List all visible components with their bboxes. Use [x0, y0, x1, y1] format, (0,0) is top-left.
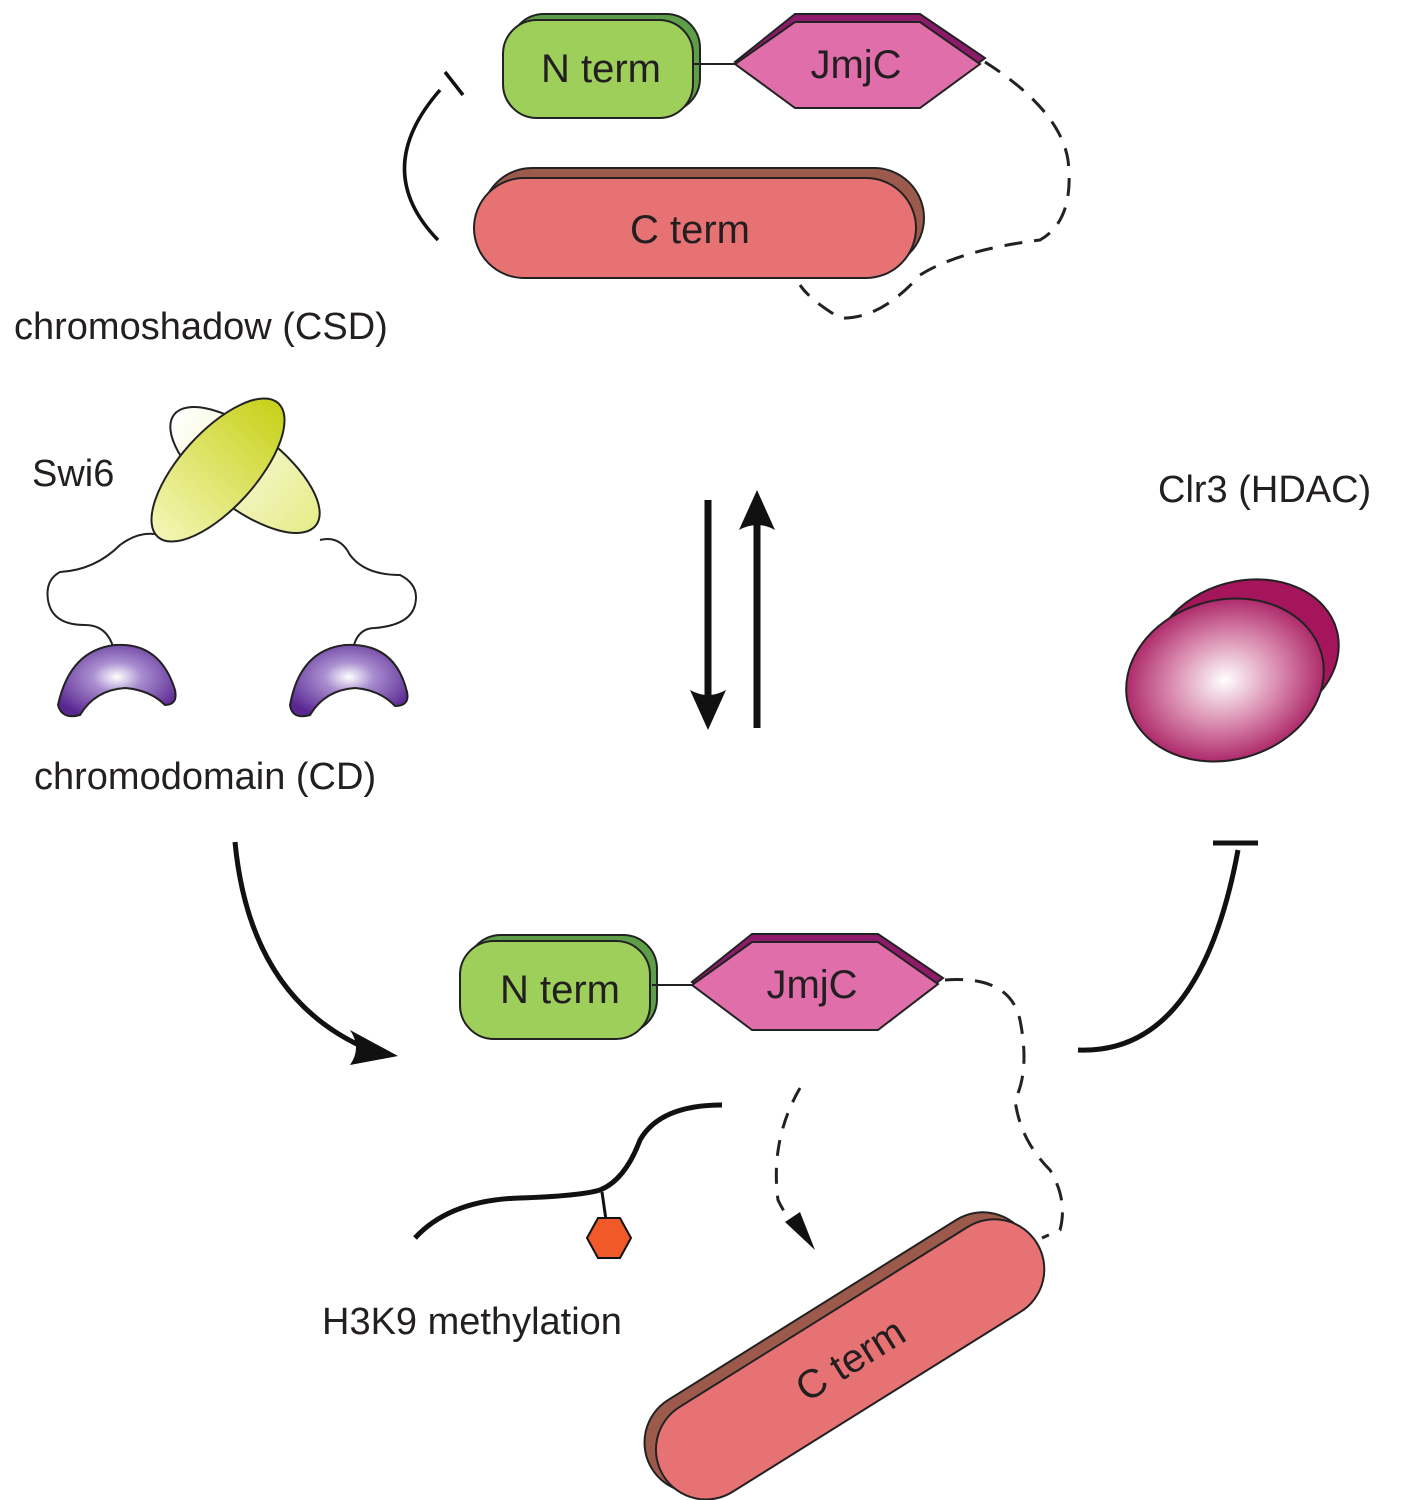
clr3-inhibition-arc	[1077, 849, 1241, 1053]
chromoshadow-b	[150, 397, 286, 543]
swi6-label: Swi6	[32, 453, 114, 495]
top-n-term: N term	[502, 13, 701, 119]
swi6-hinge-loop	[46, 532, 417, 656]
chromodomain-left	[56, 643, 177, 718]
cd-label: chromodomain (CD)	[34, 756, 376, 798]
bottom-dashed-arrow	[774, 1087, 809, 1242]
top-dashed-linker	[798, 60, 1071, 320]
top-jmjc-label: JmjC	[810, 43, 901, 87]
methyl-stem	[600, 1191, 608, 1221]
top-inhibition-arc	[402, 88, 442, 242]
up-arrow-head	[739, 490, 775, 530]
bottom-c-term: C term	[643, 1211, 1046, 1500]
csd-label: chromoshadow (CSD)	[14, 306, 388, 348]
bottom-dashed-linker	[944, 978, 1064, 1240]
down-arrow-head	[690, 690, 726, 730]
histone-tail	[413, 1102, 723, 1259]
activation-arrowhead	[350, 1030, 398, 1065]
chromodomain-right	[288, 643, 409, 718]
h3k9-label: H3K9 methylation	[322, 1301, 622, 1343]
histone-tail-line	[413, 1102, 723, 1240]
bottom-dashed-arrowhead	[785, 1212, 815, 1250]
bottom-state: N term JmjC C term	[459, 933, 1064, 1500]
top-c-term: C term	[473, 167, 925, 279]
bottom-n-term-label: N term	[500, 968, 620, 1012]
bottom-jmjc: JmjC	[690, 933, 945, 1031]
methyl-mark	[585, 1217, 633, 1259]
top-c-term-label: C term	[630, 208, 750, 252]
equilibrium-arrows	[690, 490, 775, 730]
bottom-n-term: N term	[459, 934, 658, 1040]
top-n-term-label: N term	[541, 47, 661, 91]
top-inhibition-bar	[443, 70, 465, 97]
clr3-enzyme	[1125, 578, 1340, 763]
top-state: N term JmjC C term	[402, 13, 1071, 320]
activation-arrow	[232, 841, 371, 1053]
clr3-label: Clr3 (HDAC)	[1158, 469, 1371, 511]
top-jmjc: JmjC	[733, 13, 987, 109]
swi6-dimer	[46, 397, 417, 718]
bottom-jmjc-label: JmjC	[766, 963, 857, 1007]
